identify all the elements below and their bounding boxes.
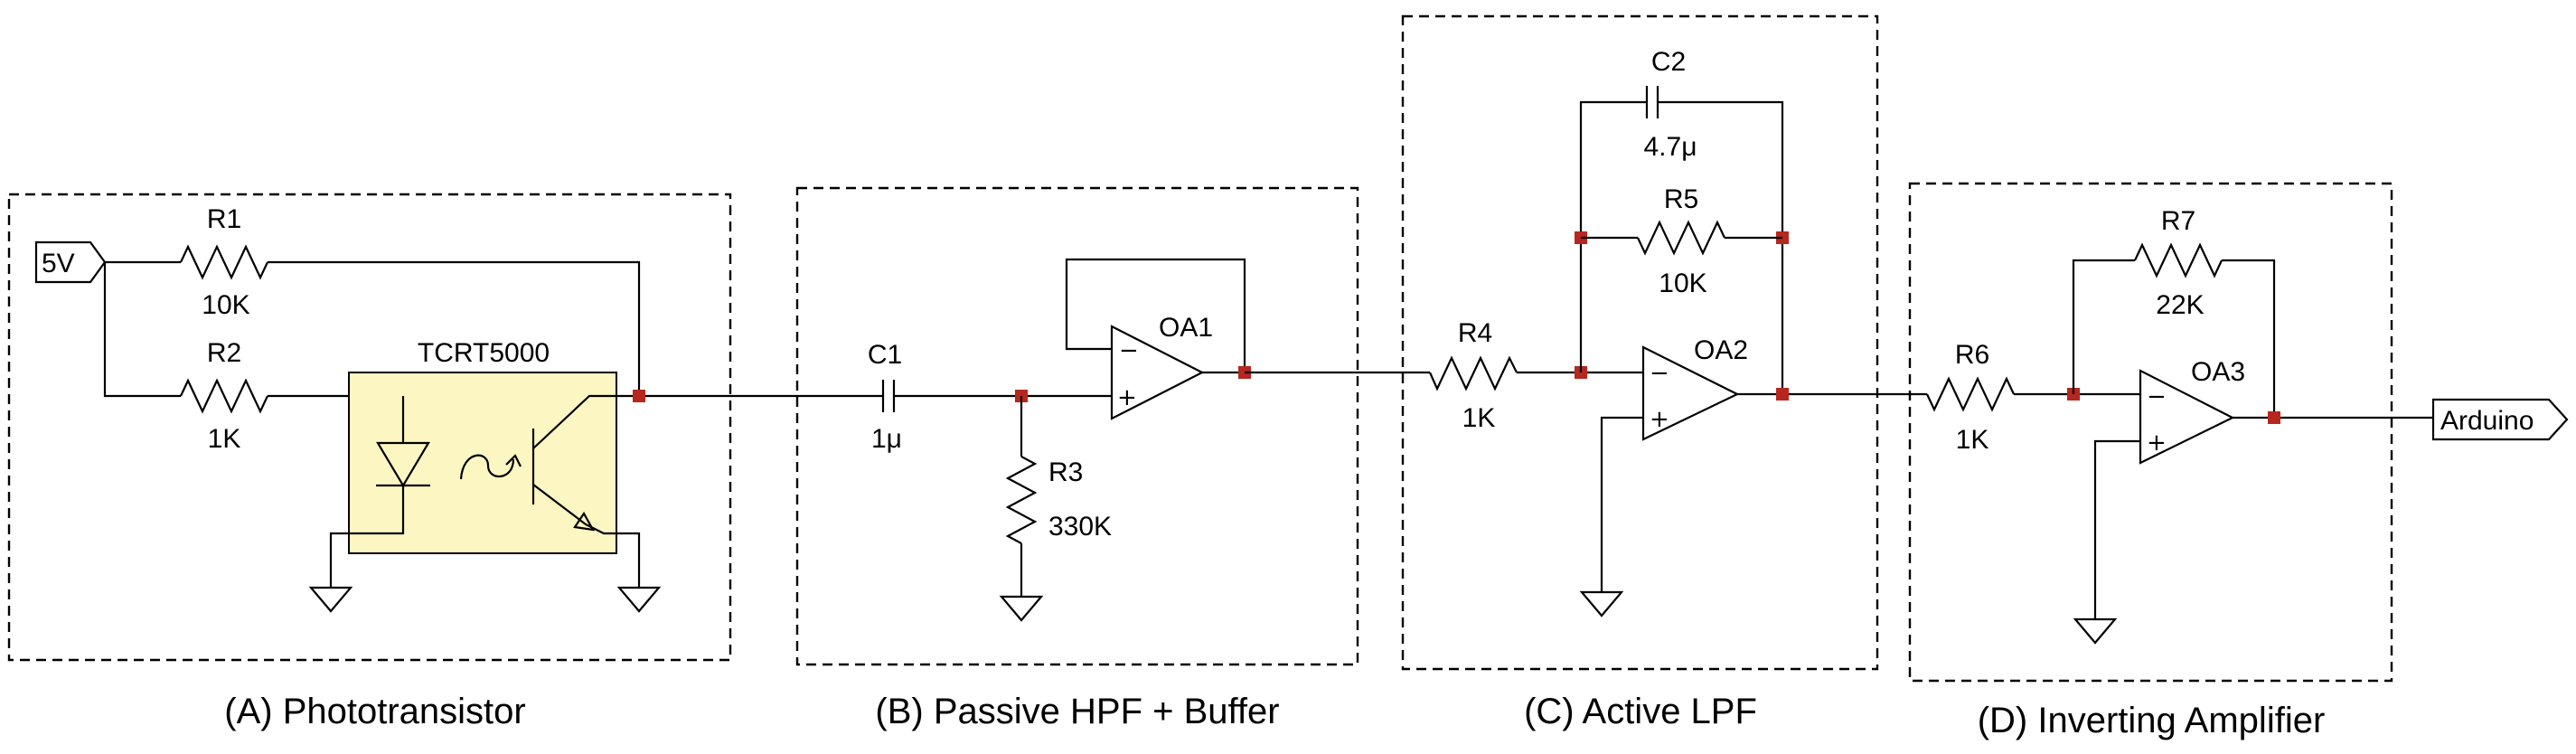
- oa1-name: OA1: [1159, 313, 1213, 343]
- c2-name: C2: [1651, 47, 1686, 77]
- input-port-5v: 5V: [34, 240, 107, 284]
- oa1-minus-pin: −: [1119, 337, 1139, 364]
- ground-a-left: [308, 586, 353, 613]
- node-a-out: [633, 390, 645, 402]
- r7-name: R7: [2161, 206, 2195, 236]
- r6-value: 1K: [1956, 425, 1989, 455]
- capacitor-c1: [881, 380, 896, 412]
- resistor-r5: [1637, 220, 1725, 256]
- ground-a-right: [616, 586, 662, 613]
- oa3-name: OA3: [2191, 357, 2245, 387]
- oa3-plus-pin: +: [2147, 429, 2167, 457]
- resistor-r2: [180, 378, 268, 414]
- capacitor-c2: [1645, 86, 1659, 118]
- sensor-name: TCRT5000: [418, 338, 550, 368]
- caption-section-d: (D) Inverting Amplifier: [1978, 701, 2326, 740]
- r6-name: R6: [1955, 340, 1989, 370]
- node-c-out: [1776, 388, 1789, 401]
- input-port-label: 5V: [42, 249, 75, 278]
- r7-value: 22K: [2156, 290, 2204, 320]
- r1-name: R1: [207, 204, 241, 234]
- r5-name: R5: [1664, 184, 1698, 214]
- led-symbol: [329, 396, 430, 588]
- oa2-plus-pin: +: [1650, 406, 1669, 433]
- caption-section-a: (A) Phototransistor: [224, 692, 525, 731]
- resistor-r6: [1926, 376, 2015, 412]
- caption-section-c: (C) Active LPF: [1524, 692, 1757, 731]
- oa2-minus-pin: −: [1650, 360, 1669, 387]
- node-d-out: [2268, 411, 2280, 424]
- opamp-oa2: [1641, 345, 1740, 441]
- section-b-box: [795, 186, 1359, 666]
- oa3-minus-pin: −: [2147, 383, 2167, 410]
- oa2-name: OA2: [1694, 335, 1748, 365]
- r3-name: R3: [1048, 457, 1083, 487]
- resistor-r7: [2134, 242, 2223, 278]
- c1-name: C1: [868, 340, 902, 370]
- c2-value: 4.7μ: [1644, 132, 1697, 162]
- phototransistor-symbol: [531, 394, 641, 588]
- output-port-label: Arduino: [2440, 406, 2534, 436]
- opamp-oa3: [2139, 369, 2235, 465]
- resistor-r4: [1428, 355, 1518, 391]
- section-d-box: [1908, 182, 2393, 683]
- resistor-r1: [180, 244, 268, 280]
- ground-d: [2073, 617, 2118, 645]
- opamp-oa1: [1110, 325, 1205, 420]
- section-a-box: [7, 193, 732, 662]
- r2-name: R2: [207, 338, 241, 368]
- output-port-arduino: Arduino: [2431, 398, 2569, 441]
- light-coupling-icon: [459, 454, 522, 480]
- section-c-box: [1401, 14, 1879, 671]
- r5-value: 10K: [1659, 269, 1706, 298]
- ground-c: [1579, 590, 1624, 617]
- caption-section-b: (B) Passive HPF + Buffer: [875, 692, 1279, 731]
- r2-value: 1K: [208, 424, 241, 454]
- oa1-plus-pin: +: [1117, 384, 1137, 411]
- c1-value: 1μ: [871, 424, 902, 454]
- r4-value: 1K: [1462, 403, 1496, 433]
- r3-value: 330K: [1048, 512, 1112, 542]
- resistor-r3: [1005, 456, 1038, 544]
- r4-name: R4: [1458, 318, 1492, 348]
- r1-value: 10K: [202, 290, 249, 320]
- ground-b: [999, 595, 1044, 622]
- tcrt5000-sensor: [348, 372, 617, 554]
